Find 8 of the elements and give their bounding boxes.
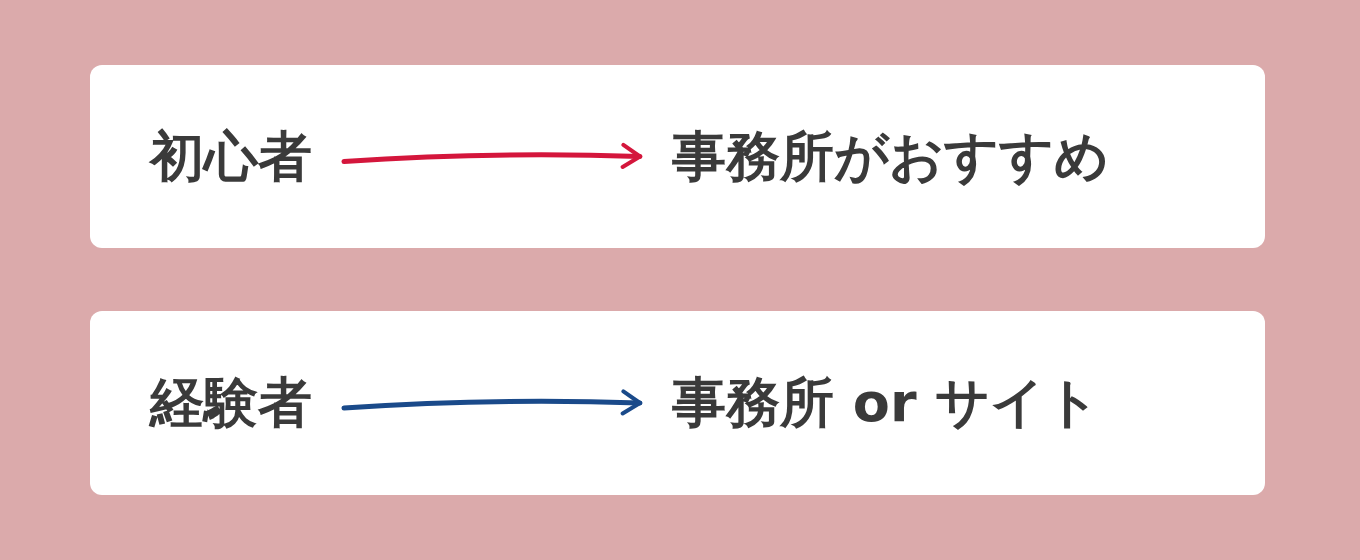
audience-label: 初心者	[118, 129, 344, 184]
recommendation-text: 事務所がおすすめ	[640, 129, 1141, 184]
audience-label: 経験者	[118, 376, 344, 430]
row-card	[90, 65, 1265, 248]
arrow	[341, 389, 643, 416]
arrow	[341, 143, 643, 169]
row-card	[90, 311, 1265, 495]
recommendation-text: 事務所 or サイト	[640, 376, 1133, 430]
